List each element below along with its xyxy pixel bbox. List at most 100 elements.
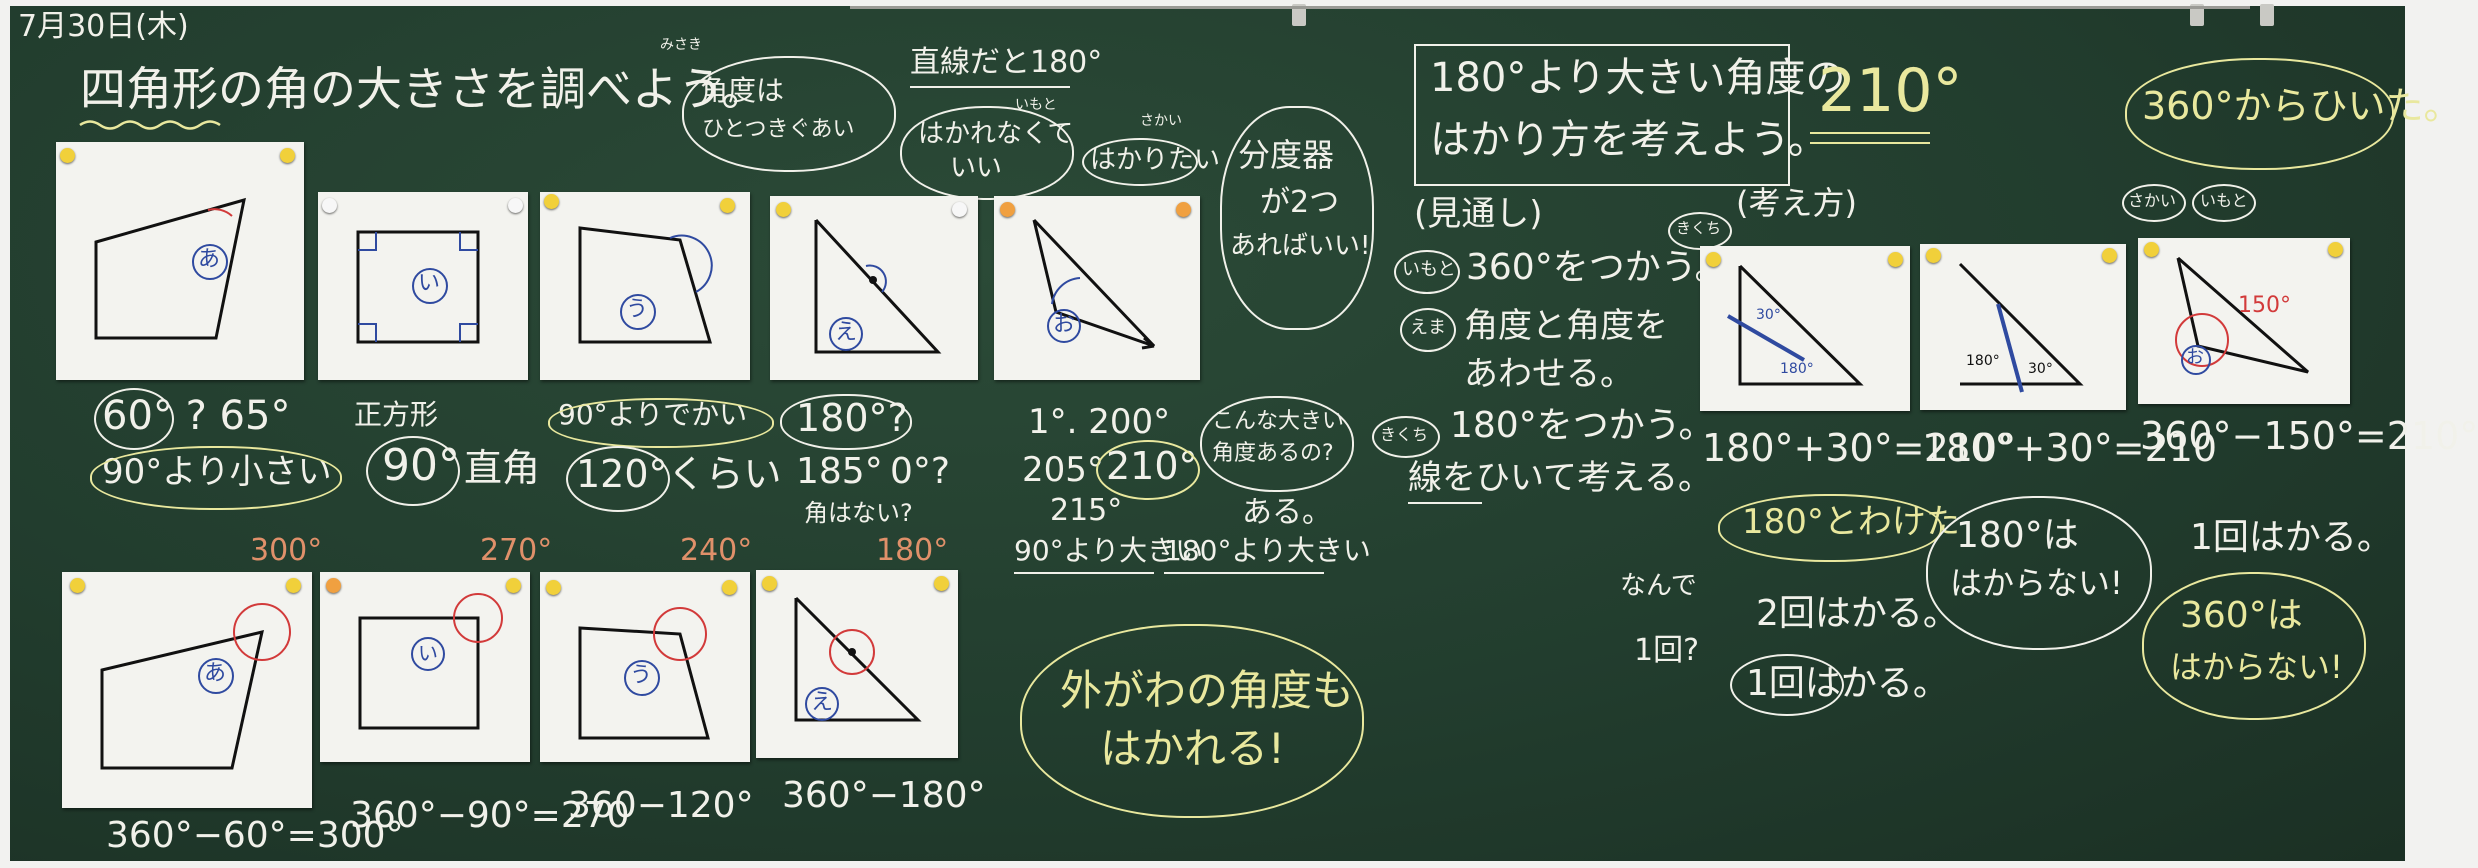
square-label: 正方形 [354,398,439,431]
magnet [322,198,337,213]
label-i: い [418,271,441,296]
tag-kikuchi-ring [1372,416,1440,458]
paper-u: う [540,192,750,380]
e-180-circle [780,394,912,450]
o-215: 215° [1050,493,1123,528]
prospect-ema-1: 角度と角度を [1464,306,1668,346]
outside-line2: はかれる! [1100,724,1285,773]
label-a-2: あ [204,661,227,686]
i-90-circle [366,436,460,506]
o-question-2: 角度あるの? [1212,441,1334,466]
protractor-line2: が2つ [1260,185,1340,220]
method-formula-1: 180°+30°=210° [1702,426,2017,470]
m2-180: 180° [1966,353,2000,369]
prospect-title: (見通し) [1414,194,1543,234]
m3-150: 150° [2238,293,2291,318]
lesson-title: 四角形の角の大きさを調べよう。 [80,62,768,116]
paper-o: お [994,196,1200,380]
e-185: 185° [796,451,883,492]
straight-underline [910,86,1070,88]
magnet [506,578,521,593]
e-no-angle: 角はない? [804,499,913,527]
paper-e-outer: え [756,570,958,758]
formula-i: 360°−90°=270 [350,795,630,836]
rail-clip [2260,4,2274,26]
method-formula-3: 360°−150°=210° [2140,414,2478,458]
sakai-ring [2122,184,2186,222]
o-1-200: 1°. 200° [1028,402,1171,442]
magnet [1176,202,1191,217]
magnet [1000,202,1015,217]
rail-clip [2190,4,2204,26]
no-measure-line1: はかれなくて [918,119,1074,149]
magnet [508,198,523,213]
o-205: 205° [1022,450,1104,490]
m1-30: 30° [1756,307,1781,323]
row2-deg-a: 300° [250,533,323,568]
magnet [952,202,967,217]
u-120-circle [566,446,670,512]
no180-cloud [1926,496,2152,650]
paper-method-3: 150° お [2138,238,2350,404]
label-u: う [626,297,649,322]
magnet [2144,242,2159,257]
formula-e: 360°−180° [782,775,986,816]
answer-underline1 [1810,132,1930,134]
magnet [60,148,75,163]
chalk-rail [850,6,2250,9]
misaki-bubble [682,56,896,172]
no-measure-bubble [900,106,1074,200]
blackboard: 7月30日(木) 四角形の角の大きさを調べよう。 みさき 角度は ひとつきぐあい… [10,4,2478,861]
prospect-line-underline [1408,502,1482,504]
label-a: あ [198,247,221,272]
rail-clip [1292,4,1306,26]
m1-180: 180° [1780,361,1814,377]
e-0: 0°? [890,451,951,492]
magnet [280,148,295,163]
magnet [70,578,85,593]
a-60-circle [94,388,174,450]
no-measure-line2: いい [950,153,1003,183]
straight-line-note: 直線だと180° [910,45,1103,80]
o-bigger-90-underline [1014,572,1154,574]
paper-method-1: 30° 180° [1700,246,1910,411]
formula-a: 360°−60°=300° [106,815,404,856]
o-bigger-180: 180°より大きい [1164,534,1371,567]
o-bigger-90: 90°より大きい [1014,534,1204,567]
row2-deg-e: 180° [876,533,949,568]
magnet [722,580,737,595]
magnet [762,576,777,591]
row2-deg-i: 270° [480,533,553,568]
o-question-bubble [1200,396,1354,492]
tag-kikuchi-2-ring [1668,212,1732,250]
measure-twice: 2回はかる。 [1756,593,1959,634]
label-o: お [1053,312,1076,337]
measure-once-right: 1回はかる。 [2190,517,2393,558]
o-bigger-180-underline [1164,572,1324,574]
measure-once-circle [1730,654,1844,716]
paper-u-outer: う [540,572,750,762]
outside-angle-bubble [1020,624,1364,818]
title-wavy-underline [79,120,221,130]
goal-box [1414,44,1790,186]
goal-line1: 180°より大きい角度の [1430,55,1846,101]
from360-bubble [2125,58,2394,170]
o-answer: ある。 [1242,495,1332,530]
paper-a-outer: あ [62,572,312,808]
prospect-kikuchi: 180°をつかう。 [1450,405,1715,446]
split-180-circle [1718,494,1942,562]
why-line2: 1回? [1634,633,1700,668]
misaki-line2: ひとつきぐあい [702,117,855,142]
tag-ema-ring [1400,308,1456,352]
o-210-circle [1096,440,1200,500]
paper-method-2: 180° 30° [1920,244,2126,410]
no180-line1: 180°は [1956,515,2079,556]
magnet [2328,242,2343,257]
paper-a: あ [56,142,304,380]
misaki-line1: 角度は [700,74,785,107]
answer-underline2 [1810,142,1930,144]
magnet [776,202,791,217]
tag-imoto-ring [1394,250,1460,294]
protractor-line1: 分度器 [1238,136,1335,174]
m3-label: お [2186,347,2204,368]
